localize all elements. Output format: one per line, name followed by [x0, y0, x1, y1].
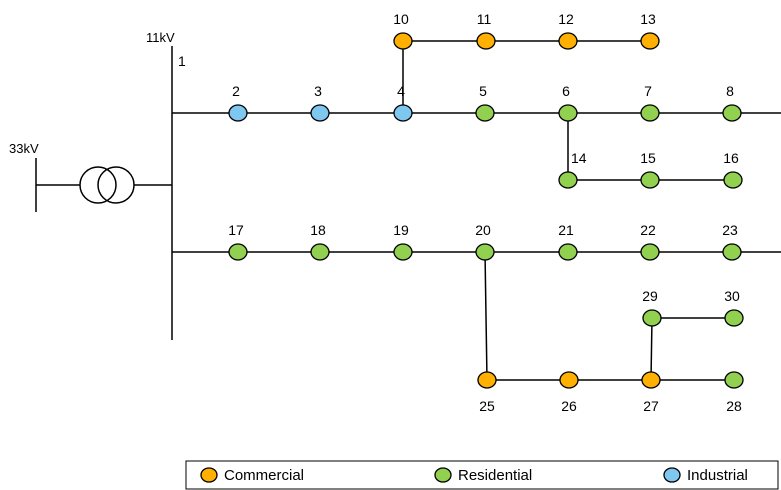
node-13-label: 13 — [640, 11, 656, 27]
node-11-label: 11 — [477, 11, 492, 27]
node-3-label: 3 — [314, 83, 322, 99]
node-19-label: 19 — [393, 222, 409, 238]
lv-voltage-label: 11kV — [146, 30, 175, 45]
node-17-label: 17 — [228, 222, 244, 238]
legend-commercial-marker — [200, 467, 218, 483]
node-20-label: 20 — [475, 222, 491, 238]
node-11-marker — [476, 32, 496, 50]
branch-27-29 — [650, 317, 653, 381]
node-16-label: 16 — [723, 150, 739, 166]
node-1-label: 1 — [178, 53, 186, 69]
node-25-label: 25 — [479, 398, 495, 414]
node-27-marker — [641, 371, 661, 389]
node-25-marker — [477, 371, 497, 389]
node-7-label: 7 — [644, 83, 652, 99]
node-13-marker — [640, 32, 660, 50]
node-2-marker — [228, 104, 248, 122]
legend-industrial-marker — [663, 467, 681, 483]
node-8-label: 8 — [726, 83, 734, 99]
node-23-marker — [722, 243, 742, 261]
hv-voltage-label: 33kV — [9, 141, 39, 156]
legend: Commercial Residential Industrial — [185, 460, 779, 490]
node-14-label: 14 — [571, 150, 587, 166]
node-18-label: 18 — [310, 222, 326, 238]
node-8-marker — [722, 104, 742, 122]
node-28-marker — [724, 371, 744, 389]
node-4-label: 4 — [397, 83, 405, 99]
node-5-label: 5 — [479, 83, 487, 99]
legend-box — [185, 460, 779, 490]
legend-industrial-label: Industrial — [687, 467, 748, 484]
transformer-primary-winding — [79, 166, 117, 204]
legend-commercial-label: Commercial — [224, 467, 304, 484]
node-20-marker — [475, 243, 495, 261]
node-4-marker — [393, 104, 413, 122]
node-18-marker — [310, 243, 330, 261]
node-19-marker — [393, 243, 413, 261]
node-27-label: 27 — [643, 398, 659, 414]
node-15-marker — [640, 171, 660, 189]
node-22-label: 22 — [640, 222, 656, 238]
node-5-marker — [475, 104, 495, 122]
node-12-label: 12 — [558, 11, 574, 27]
node-29-marker — [642, 309, 662, 327]
legend-residential-label: Residential — [458, 467, 532, 484]
node-21-marker — [558, 243, 578, 261]
node-10-label: 10 — [393, 11, 409, 27]
node-23-label: 23 — [722, 222, 738, 238]
node-10-marker — [393, 32, 413, 50]
node-7-marker — [640, 104, 660, 122]
branch-20-25 — [484, 251, 488, 381]
node-2-label: 2 — [232, 83, 240, 99]
node-15-label: 15 — [640, 150, 656, 166]
node-6-label: 6 — [562, 83, 570, 99]
node-21-label: 21 — [558, 222, 574, 238]
node-22-marker — [640, 243, 660, 261]
legend-residential-marker — [434, 467, 452, 483]
node-6-marker — [558, 104, 578, 122]
node-16-marker — [723, 171, 743, 189]
node-17-marker — [228, 243, 248, 261]
node-26-marker — [559, 371, 579, 389]
node-14-marker — [558, 171, 578, 189]
node-3-marker — [310, 104, 330, 122]
feeder-lines — [35, 40, 781, 381]
node-29-label: 29 — [642, 288, 658, 304]
node-28-label: 28 — [726, 398, 742, 414]
node-12-marker — [558, 32, 578, 50]
node-30-marker — [724, 309, 744, 327]
node-26-label: 26 — [561, 398, 577, 414]
node-30-label: 30 — [724, 288, 740, 304]
